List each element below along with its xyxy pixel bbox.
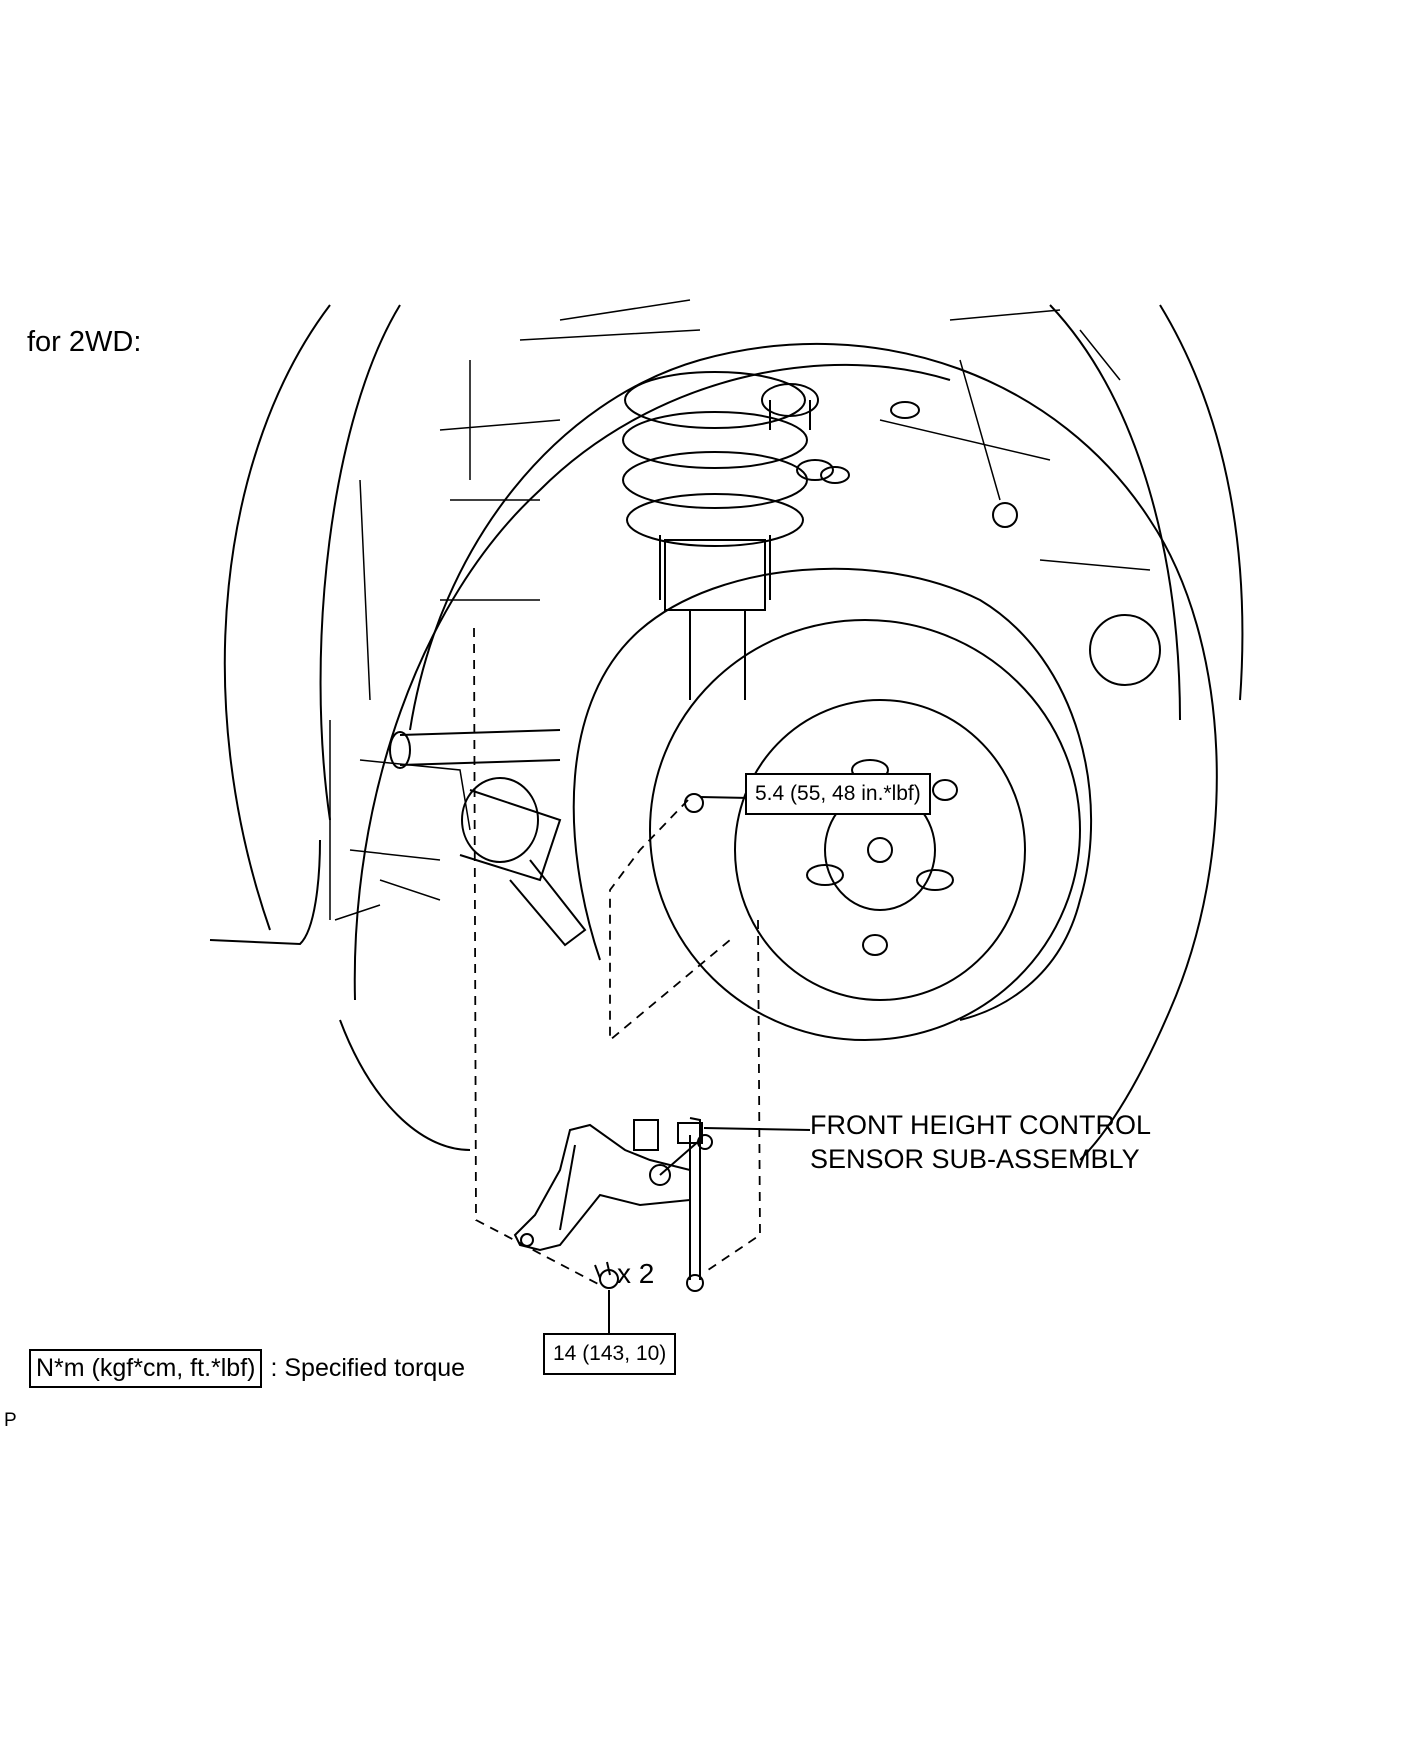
sensor-label-line2: SENSOR SUB-ASSEMBLY xyxy=(810,1144,1140,1174)
upper-mount xyxy=(761,383,1018,528)
legend-box: N*m (kgf*cm, ft.*lbf) xyxy=(29,1349,263,1388)
torque-legend: N*m (kgf*cm, ft.*lbf) : Specified torque xyxy=(29,1349,465,1388)
legend-text: : Specified torque xyxy=(270,1354,466,1382)
height-sensor xyxy=(513,1117,713,1292)
fender-inner-curve xyxy=(319,304,401,821)
sensor-label: FRONT HEIGHT CONTROL SENSOR SUB-ASSEMBLY xyxy=(810,1108,1151,1176)
sensor-label-line1: FRONT HEIGHT CONTROL xyxy=(810,1110,1152,1140)
assembly-line-2 xyxy=(609,799,731,1042)
leader-sensor xyxy=(703,1127,811,1131)
assembly-line-3 xyxy=(704,919,761,1273)
fender-right-line-2 xyxy=(1159,304,1244,701)
coil-spring xyxy=(622,371,808,700)
torque-spec-bottom: 14 (143, 10) xyxy=(543,1333,677,1375)
wheel-arch-left xyxy=(339,1019,471,1151)
torque-spec-top: 5.4 (55, 48 in.*lbf) xyxy=(745,773,931,815)
bolt-bottom xyxy=(594,1261,619,1289)
body-panel-lines xyxy=(519,299,1151,571)
leader-torque-top xyxy=(699,796,751,799)
bolt-quantity: x 2 xyxy=(617,1258,655,1289)
linkage-left xyxy=(329,720,471,921)
fender-right-line xyxy=(1049,304,1181,721)
wheel-arch-outer xyxy=(409,342,1218,1161)
wheel-arch-inner xyxy=(353,363,951,1001)
assembly-line-1 xyxy=(473,627,601,1286)
fender-outer-curve xyxy=(223,304,331,931)
drive-shaft xyxy=(389,729,587,947)
brake-disc xyxy=(572,567,1161,1041)
corner-mark: P xyxy=(4,1410,17,1431)
diagram-title: for 2WD: xyxy=(27,326,142,358)
fender-bottom-left xyxy=(209,839,321,946)
body-panel-lines-2 xyxy=(359,360,561,701)
